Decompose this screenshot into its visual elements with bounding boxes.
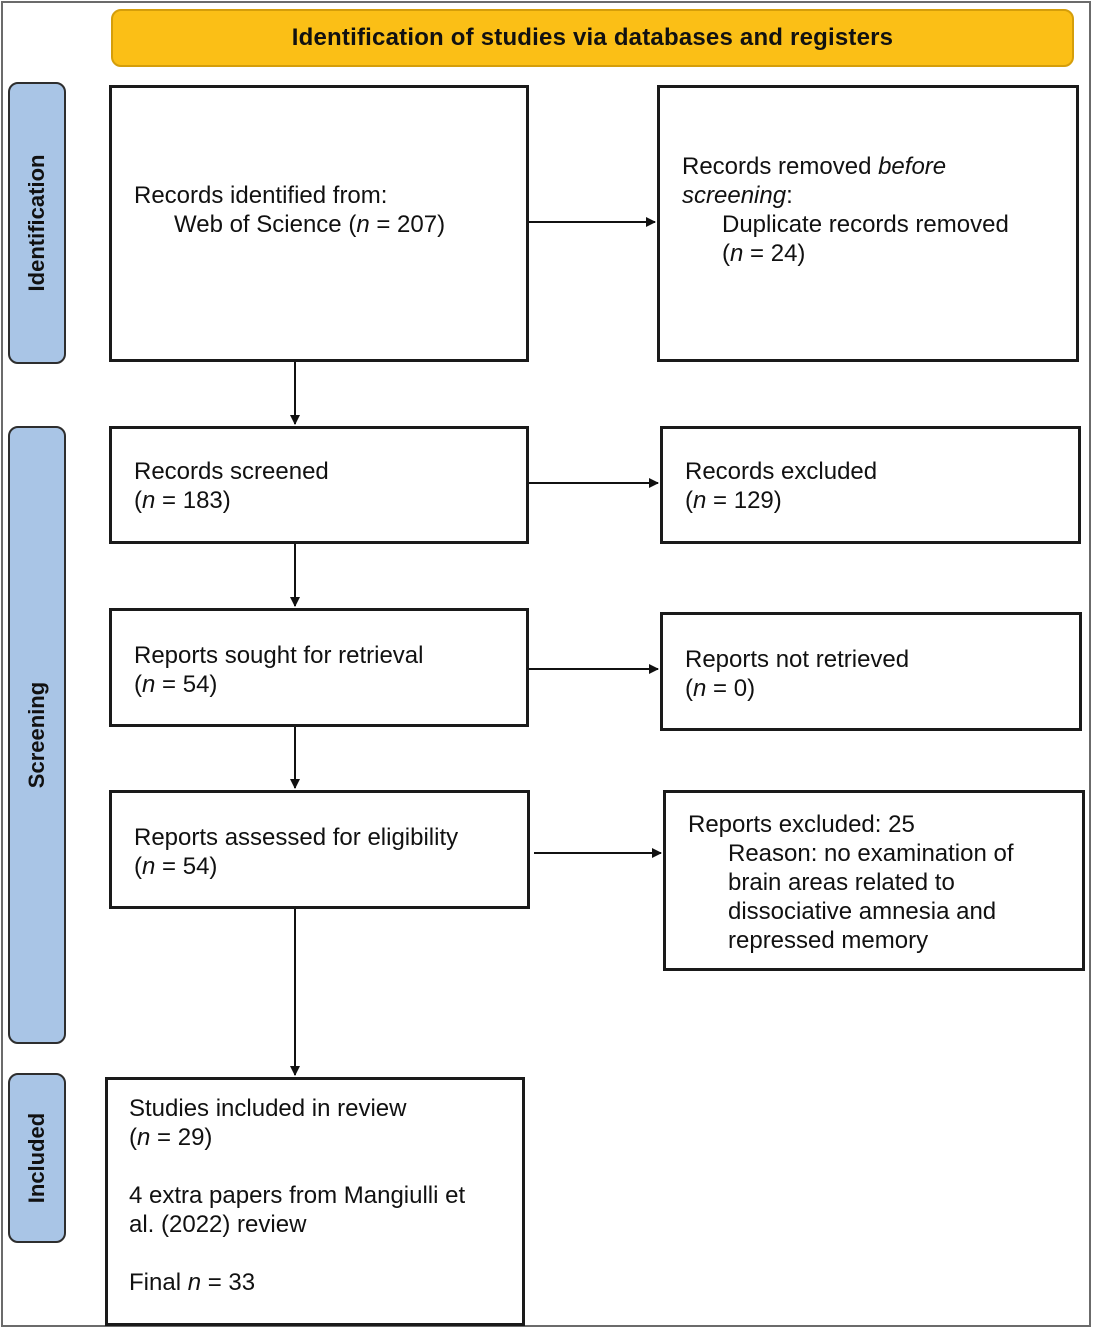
box-reports-not-retrieved: Reports not retrieved (n = 0) (660, 612, 1082, 731)
box-reports-excluded: Reports excluded: 25 Reason: no examinat… (663, 790, 1085, 971)
reason-line: dissociative amnesia and (728, 898, 997, 925)
not-retrieved-label: Reports not retrieved (685, 646, 910, 673)
box-records-excluded: Records excluded (n = 129) (660, 426, 1081, 544)
phase-identification: Identification (8, 82, 66, 364)
screened-label: Records screened (134, 458, 329, 485)
box-records-screened: Records screened (n = 183) (109, 426, 529, 544)
box-records-identified: Records identified from: Web of Science … (109, 85, 529, 362)
extra-papers-line1: 4 extra papers from Mangiulli et (129, 1182, 466, 1209)
box-studies-included: Studies included in review (n = 29) 4 ex… (105, 1077, 525, 1326)
assessed-label: Reports assessed for eligibility (134, 824, 459, 851)
sought-n: (n = 54) (134, 671, 218, 698)
final-count: Final n = 33 (129, 1269, 256, 1296)
box-reports-sought: Reports sought for retrieval (n = 54) (109, 608, 529, 727)
phase-screening: Screening (8, 426, 66, 1044)
reason-line: repressed memory (728, 927, 929, 954)
box-reports-assessed: Reports assessed for eligibility (n = 54… (109, 790, 530, 909)
identified-line2: Web of Science (n = 207) (174, 211, 446, 238)
reports-excluded-label: Reports excluded: 25 (688, 811, 915, 838)
excluded-label: Records excluded (685, 458, 878, 485)
assessed-n: (n = 54) (134, 853, 218, 880)
reason-line: brain areas related to (728, 869, 955, 896)
sought-label: Reports sought for retrieval (134, 642, 424, 669)
included-label: Studies included in review (129, 1095, 407, 1122)
phase-included: Included (8, 1073, 66, 1243)
screened-n: (n = 183) (134, 487, 231, 514)
extra-papers-line2: al. (2022) review (129, 1211, 307, 1238)
removed-line1: Records removed before (682, 153, 947, 180)
header-title: Identification of studies via databases … (291, 24, 894, 51)
identified-line1: Records identified from: (134, 182, 388, 209)
included-n: (n = 29) (129, 1124, 213, 1151)
excluded-n: (n = 129) (685, 487, 782, 514)
box-records-removed: Records removed before screening: Duplic… (657, 85, 1079, 362)
removed-line2: screening: (682, 182, 793, 209)
reason-line: Reason: no examination of (728, 840, 1014, 867)
header-banner: Identification of studies via databases … (111, 9, 1074, 67)
not-retrieved-n: (n = 0) (685, 675, 756, 702)
removed-line3: Duplicate records removed (722, 211, 1009, 238)
removed-line4: (n = 24) (722, 240, 806, 267)
